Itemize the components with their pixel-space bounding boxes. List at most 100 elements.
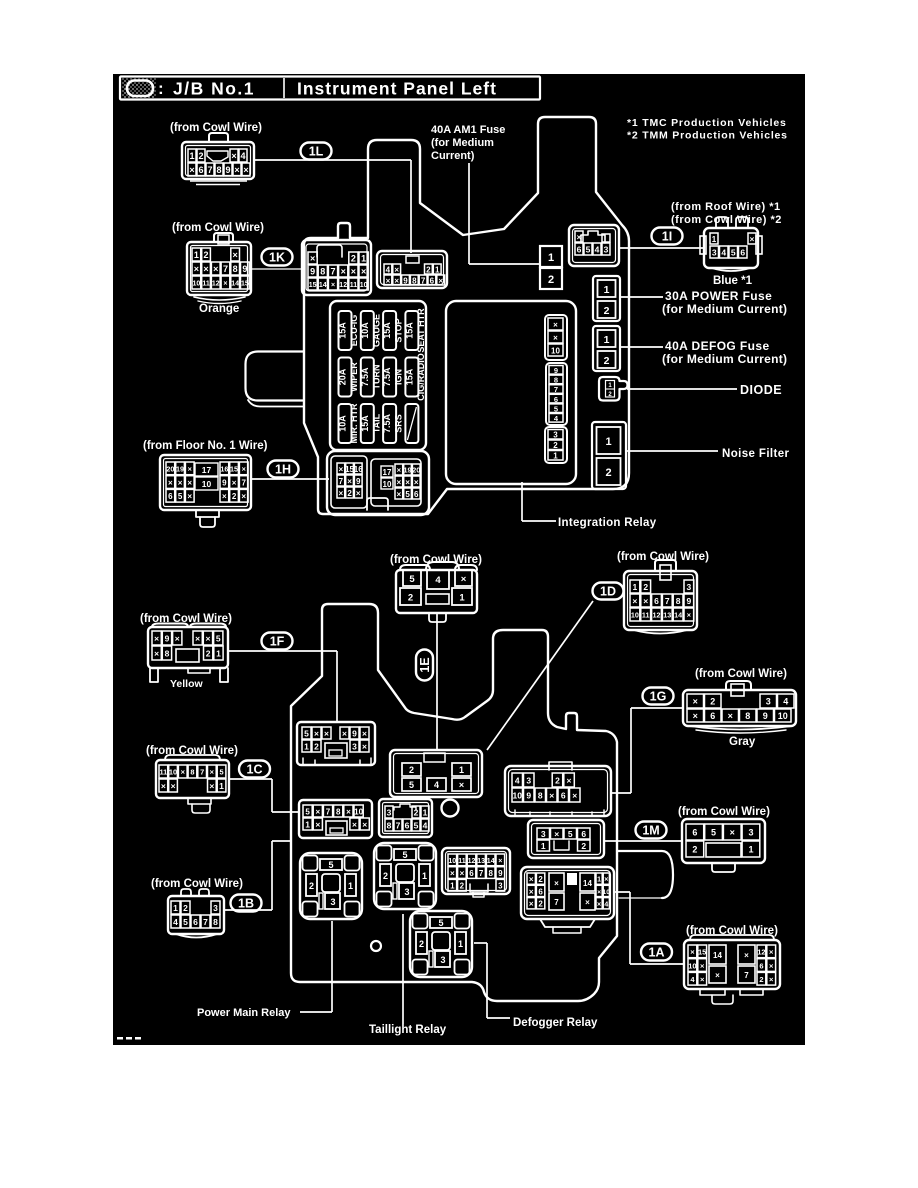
svg-text:2: 2 <box>347 489 352 498</box>
svg-text:2: 2 <box>548 274 554 286</box>
svg-text:(from Cowl Wire): (from Cowl Wire) <box>695 668 787 680</box>
svg-text:×: × <box>205 634 210 644</box>
svg-text:9: 9 <box>763 711 768 721</box>
svg-text:6: 6 <box>168 492 173 501</box>
svg-text:2: 2 <box>538 900 543 909</box>
svg-text:1: 1 <box>541 841 546 851</box>
svg-text:3: 3 <box>541 829 546 839</box>
svg-text:×: × <box>769 948 774 957</box>
svg-text:(from Cowl Wire): (from Cowl Wire) <box>170 122 262 134</box>
svg-text:Noise Filter: Noise Filter <box>722 448 790 460</box>
svg-text:7: 7 <box>554 385 558 394</box>
svg-text:7: 7 <box>326 807 331 816</box>
svg-text:GAUGE: GAUGE <box>371 314 381 347</box>
svg-text:8: 8 <box>745 711 750 721</box>
svg-text:8: 8 <box>165 649 170 659</box>
svg-text:10: 10 <box>354 807 363 816</box>
svg-text:×: × <box>460 869 465 878</box>
svg-text:5: 5 <box>409 574 415 585</box>
svg-text:3: 3 <box>553 431 558 440</box>
svg-text:9: 9 <box>242 264 247 274</box>
svg-text:2: 2 <box>538 875 543 884</box>
svg-text:1D: 1D <box>600 585 616 599</box>
svg-text:7: 7 <box>744 971 749 980</box>
svg-text:2: 2 <box>643 582 648 592</box>
svg-text:×: × <box>187 478 192 487</box>
svg-text:×: × <box>461 574 467 585</box>
svg-text:5: 5 <box>711 828 716 838</box>
svg-text:6: 6 <box>405 821 410 831</box>
svg-text:×: × <box>242 464 246 473</box>
svg-text:2: 2 <box>183 903 188 913</box>
svg-text:1: 1 <box>608 383 612 389</box>
svg-text:×: × <box>498 858 502 865</box>
svg-text:3: 3 <box>604 245 609 255</box>
svg-text:1B: 1B <box>238 897 254 911</box>
svg-text:6: 6 <box>538 887 543 896</box>
svg-text:8: 8 <box>213 917 218 927</box>
svg-text:10: 10 <box>360 282 368 289</box>
svg-text:×: × <box>209 781 214 791</box>
svg-text:7: 7 <box>339 477 344 486</box>
svg-text:17: 17 <box>383 468 392 477</box>
svg-text:×: × <box>604 877 608 884</box>
svg-text:×: × <box>315 807 320 816</box>
svg-text:×: × <box>690 948 695 957</box>
svg-text:×: × <box>529 875 534 884</box>
svg-text:×: × <box>210 768 214 777</box>
svg-text:5: 5 <box>405 490 410 499</box>
svg-text:Current): Current) <box>431 150 475 162</box>
svg-text:×: × <box>693 711 698 721</box>
svg-text:×: × <box>341 267 346 277</box>
svg-text:5: 5 <box>178 492 183 501</box>
svg-text:MIR. HTR: MIR. HTR <box>349 403 359 443</box>
svg-text:1: 1 <box>604 334 610 346</box>
svg-text:1M: 1M <box>642 824 659 838</box>
svg-text:4: 4 <box>173 917 178 927</box>
svg-text:1: 1 <box>633 582 638 592</box>
svg-text:1: 1 <box>422 871 427 881</box>
svg-text:2: 2 <box>309 881 314 891</box>
svg-text:×: × <box>331 282 335 289</box>
svg-text:6: 6 <box>561 791 566 801</box>
svg-text:8: 8 <box>412 276 417 285</box>
svg-text:×: × <box>450 869 455 878</box>
svg-text:TAIL: TAIL <box>371 413 381 433</box>
svg-text:3: 3 <box>387 808 392 818</box>
svg-text:5: 5 <box>438 918 443 928</box>
svg-text:×: × <box>352 820 357 830</box>
svg-text:(from Cowl Wire): (from Cowl Wire) <box>617 551 709 563</box>
svg-text:7: 7 <box>242 478 247 487</box>
svg-text:×: × <box>234 165 239 175</box>
svg-text:1: 1 <box>459 593 465 604</box>
svg-text:4: 4 <box>515 776 520 786</box>
svg-text:TURN: TURN <box>371 365 381 390</box>
svg-text:14: 14 <box>674 611 682 620</box>
svg-text:2: 2 <box>314 742 319 752</box>
svg-text:5: 5 <box>731 248 736 258</box>
svg-text:×: × <box>310 254 315 264</box>
svg-text:14: 14 <box>487 858 495 865</box>
svg-text:(from Cowl Wire): (from Cowl Wire) <box>140 613 232 625</box>
svg-text:×: × <box>188 464 192 473</box>
svg-text:×: × <box>394 276 399 285</box>
svg-text:6: 6 <box>581 829 586 839</box>
svg-text:15A: 15A <box>338 322 348 339</box>
svg-text:×: × <box>715 971 720 980</box>
svg-text:4: 4 <box>690 975 695 984</box>
svg-text:×: × <box>554 829 559 839</box>
svg-text:*1 TMC Production Vehicles: *1 TMC Production Vehicles <box>627 117 787 129</box>
svg-text:9: 9 <box>554 366 558 375</box>
svg-text:×: × <box>168 478 173 487</box>
svg-text:11: 11 <box>159 768 167 777</box>
svg-text:7: 7 <box>421 276 426 285</box>
svg-text:×: × <box>597 901 601 908</box>
svg-text:3: 3 <box>687 582 692 592</box>
svg-text:15: 15 <box>241 281 249 288</box>
svg-text:Yellow: Yellow <box>170 678 204 690</box>
svg-text:5: 5 <box>586 245 591 255</box>
svg-text:10: 10 <box>603 889 611 896</box>
svg-text:×: × <box>750 235 755 244</box>
svg-text:×: × <box>203 264 208 274</box>
svg-text:(from Cowl Wire): (from Cowl Wire) <box>686 925 778 937</box>
